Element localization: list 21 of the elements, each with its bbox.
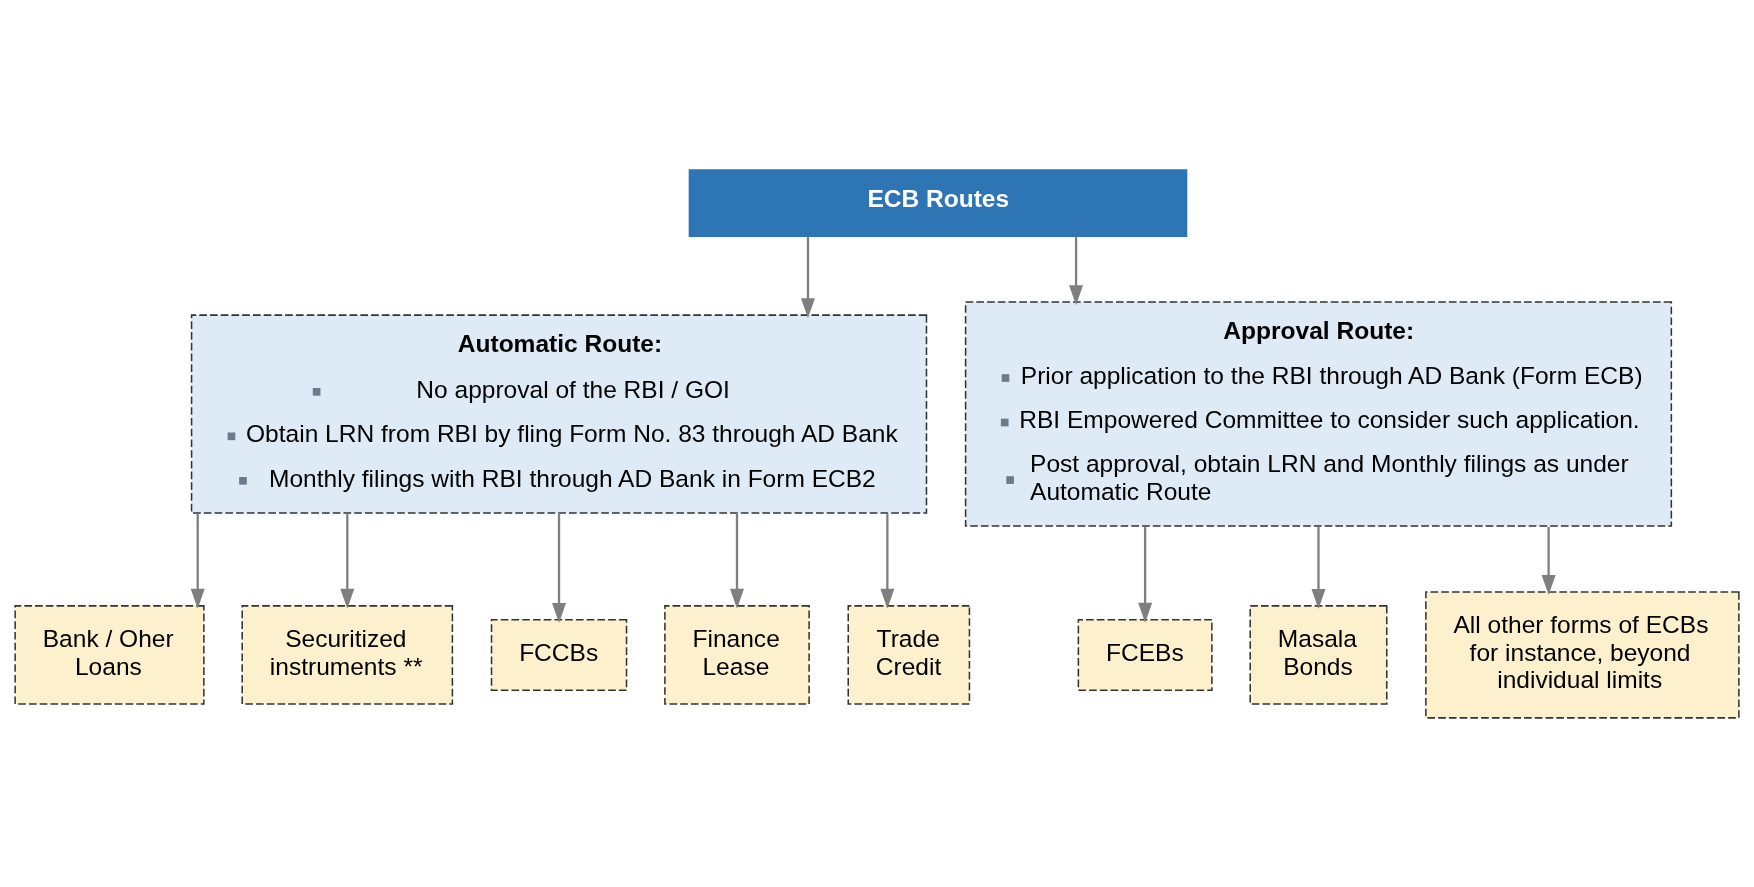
- arrow: [800, 236, 815, 318]
- arrow: [340, 512, 355, 609]
- node-box: FCCBs: [490, 618, 628, 691]
- node-box: FCEBs: [1077, 618, 1213, 691]
- node-box: Finance Lease: [664, 604, 810, 705]
- arrow: [1541, 526, 1556, 595]
- node-box: Securitized instruments **: [241, 604, 454, 705]
- arrow: [1069, 236, 1084, 305]
- arrow: [1311, 526, 1326, 609]
- arrow: [730, 512, 744, 609]
- node-box: Masala Bonds: [1249, 604, 1388, 705]
- arrow: [190, 512, 205, 609]
- node-box: All other forms of ECBs for instance, beyond individual limits: [1425, 590, 1740, 719]
- node-box: ECB Routes: [688, 168, 1188, 237]
- node-box: Bank / Oher Loans: [14, 604, 205, 705]
- node-box: Approval Route: Prior application to the RBI through AD Bank (Form ECB) RBI Empowered Committee to consider such application. Post approval, obtain LRN and Monthly filings as under Automatic Route: [964, 300, 1673, 527]
- arrow: [552, 512, 567, 623]
- arrow: [880, 512, 895, 609]
- node-box: Trade Credit: [847, 604, 971, 705]
- node-box: Automatic Route: No approval of the RBI / GOI Obtain LRN from RBI by fling Form No. 83 through AD Bank Monthly filings with RBI through AD Bank in Form ECB2: [190, 313, 928, 514]
- arrow: [1138, 526, 1153, 623]
